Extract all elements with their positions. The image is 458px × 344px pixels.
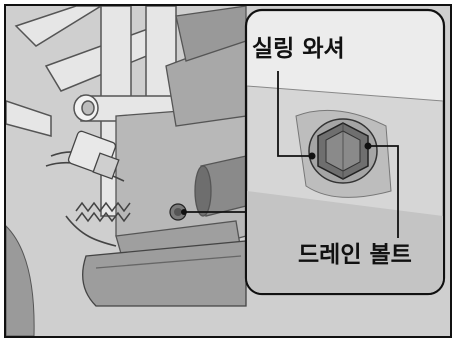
sealing-washer-pointer-dot xyxy=(309,153,316,160)
oil-filter xyxy=(195,156,246,216)
drain-bolt-label-pointer-dot xyxy=(365,143,372,150)
drain-bolt-pointer-dot xyxy=(181,209,187,215)
illustration-frame: 실링 와셔 드레인 볼트 xyxy=(4,4,452,338)
drain-bolt-label: 드레인 볼트 xyxy=(298,244,412,267)
engine-illustration xyxy=(6,6,450,336)
sealing-washer-label: 실링 와셔 xyxy=(252,38,345,61)
